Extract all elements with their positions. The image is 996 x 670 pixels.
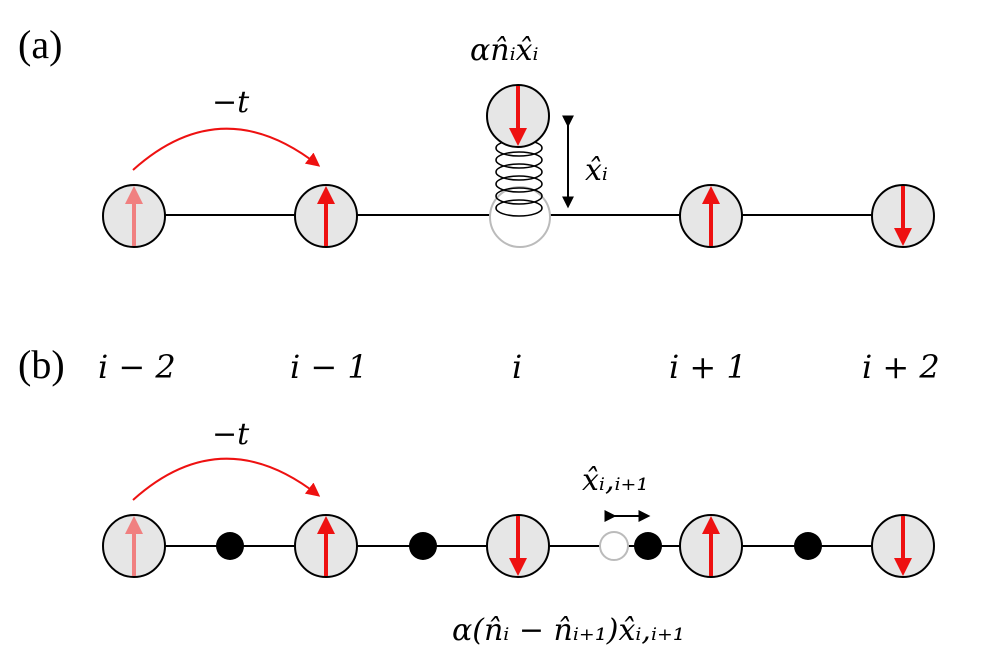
site-a-3-displaced [486, 84, 550, 148]
spring-icon [495, 139, 543, 217]
site-a-5 [871, 184, 935, 248]
site-label-i: i [512, 348, 522, 386]
bond-dot [409, 532, 437, 560]
hopping-arrow-b [132, 457, 321, 501]
hopping-label-b: −t [212, 417, 250, 452]
ghost-site-a [489, 186, 551, 248]
panel-b-label: (b) [18, 342, 65, 387]
site-label-i-minus-1: i − 1 [290, 348, 368, 386]
site-label-i-plus-1: i + 1 [669, 348, 747, 386]
bond-dot [216, 532, 244, 560]
site-a-4 [679, 184, 743, 248]
site-b-1 [102, 514, 166, 578]
site-label-i-minus-2: i − 2 [98, 348, 176, 386]
displacement-label-a: x̂ᵢ [585, 153, 608, 188]
coupling-label-a: αn̂ᵢx̂ᵢ [470, 33, 539, 68]
ghost-bond-dot [599, 531, 629, 561]
site-b-2 [294, 514, 358, 578]
panel-a-label: (a) [18, 22, 62, 67]
hopping-label-a: −t [212, 85, 250, 120]
site-b-4 [679, 514, 743, 578]
bond-dot-displaced [634, 532, 662, 560]
coupling-label-b: α(n̂ᵢ − n̂ᵢ₊₁)x̂ᵢ,ᵢ₊₁ [452, 613, 685, 648]
bond-dot [794, 532, 822, 560]
site-label-i-plus-2: i + 2 [862, 348, 940, 386]
site-b-5 [871, 514, 935, 578]
bond-displacement-label: x̂ᵢ,ᵢ₊₁ [582, 463, 648, 498]
site-a-1 [102, 184, 166, 248]
site-a-2 [294, 184, 358, 248]
site-b-3 [486, 514, 550, 578]
hopping-arrow-a [132, 127, 321, 171]
